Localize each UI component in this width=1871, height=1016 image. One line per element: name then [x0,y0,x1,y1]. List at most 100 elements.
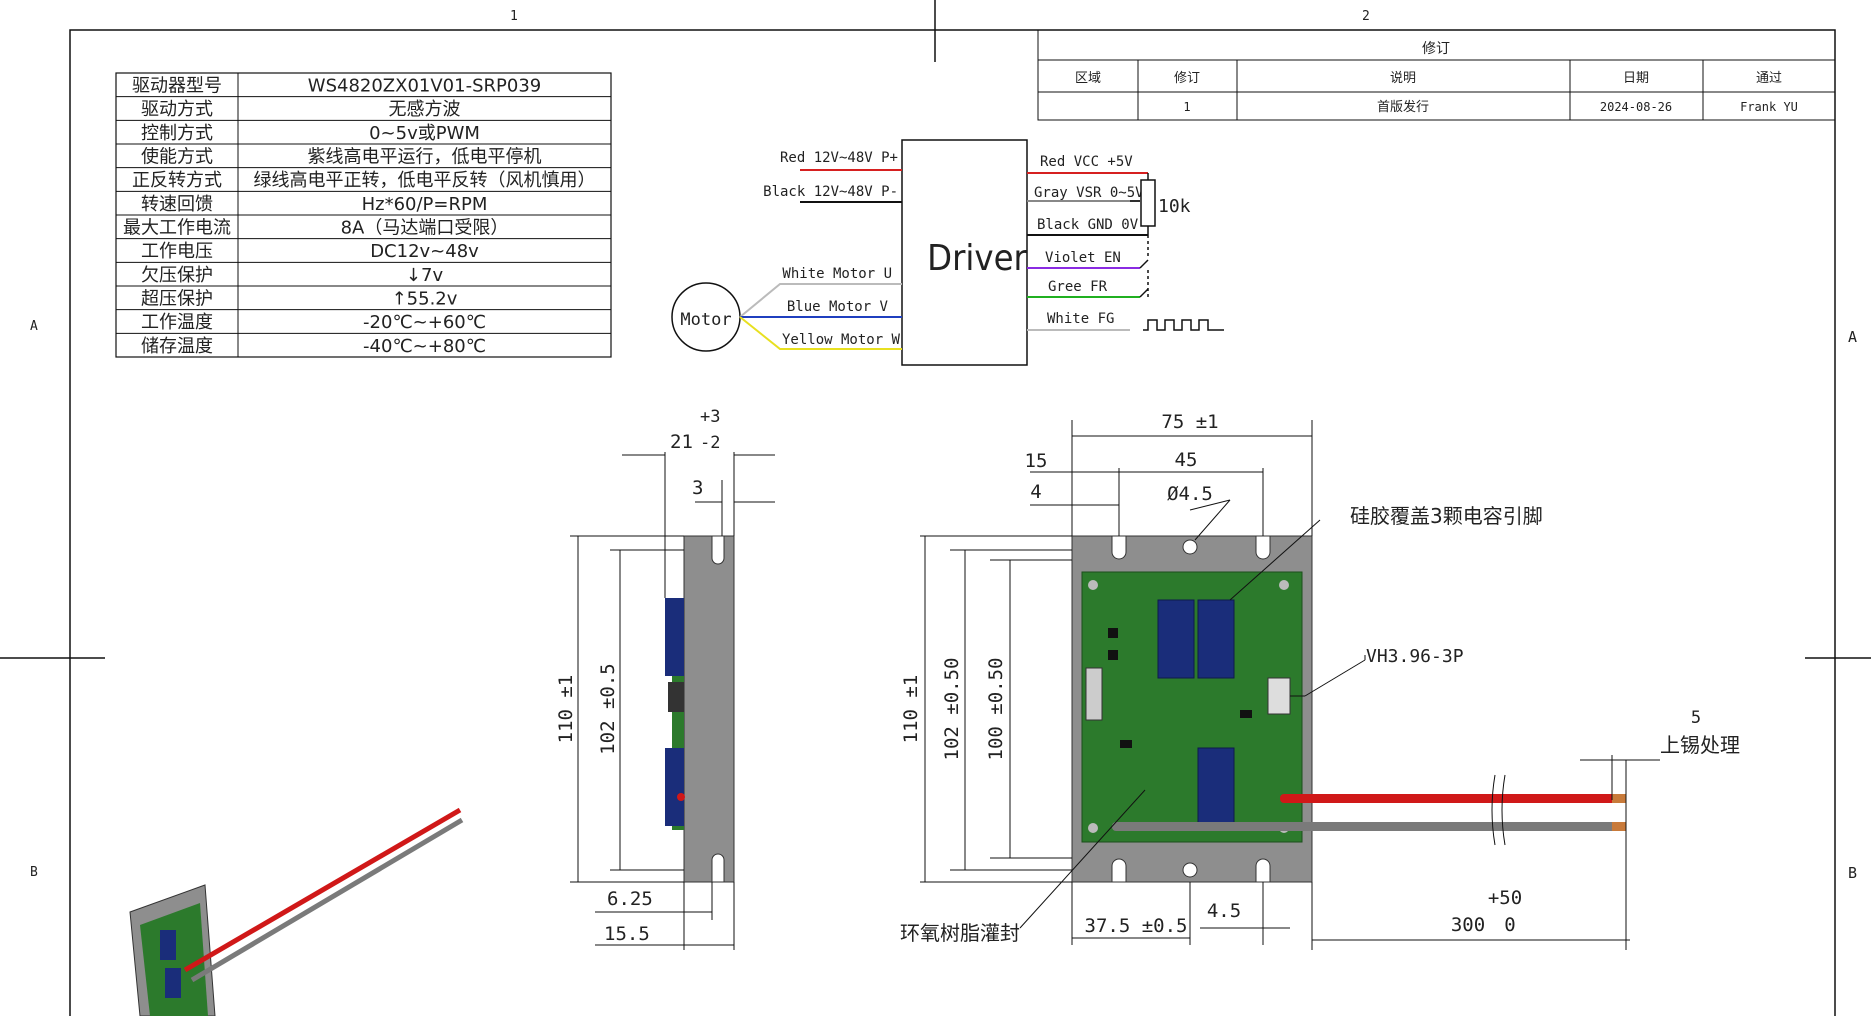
callout-silicone: 硅胶覆盖3颗电容引脚 [1350,504,1543,528]
spec-value: DC12v~48v [370,241,479,262]
dim-front-hole-offset-a: 15 [1025,450,1048,472]
revision-title: 修订 [1422,41,1450,57]
wire-label-power-negative: Black 12V~48V P- [763,184,898,200]
dim-cable-tol-plus: +50 [1488,887,1522,909]
front-cable-red [1280,794,1625,803]
wire-motor-w [739,316,902,350]
dim-front-height-outer: 110 ±1 [900,675,922,744]
spec-key: 驱动器型号 [132,75,222,96]
wire-label-motor-v: Blue Motor V [787,299,889,315]
spec-value: 紫线高电平运行，低电平停机 [308,146,542,167]
spec-value: -20℃~+60℃ [363,312,486,333]
dim-cable-length: 300 [1451,914,1485,936]
callout-epoxy: 环氧树脂灌封 [900,921,1020,945]
dim-side-bottom-b: 15.5 [604,923,650,945]
revision-row-rev: 1 [1183,100,1190,114]
dim-side-width: 21 [670,431,693,453]
zone-row-a-left: A [30,319,38,334]
spec-key: 储存温度 [141,336,213,357]
zone-row-a-right: A [1848,328,1857,346]
revision-header-desc: 说明 [1390,71,1416,86]
wire-label-en: Violet EN [1045,250,1121,266]
side-housing [683,535,735,883]
callout-connector: VH3.96-3P [1366,646,1464,667]
spec-key: 转速回馈 [141,194,213,215]
revision-row-approver: Frank YU [1740,100,1798,114]
zone-col-1: 1 [510,9,518,24]
front-view: 75 ±1 15 45 4 Ø4.5 110 ±1 102 ±0.50 100 … [900,411,1701,950]
wire-label-motor-u: White Motor U [782,266,892,282]
zone-col-2: 2 [1362,9,1370,24]
spec-key: 超压保护 [141,288,213,309]
dim-front-width-total: 75 ±1 [1161,411,1218,433]
isometric-thumbnail [129,807,464,1016]
driver-label: Driver [927,238,1027,279]
dim-side-width-minus: -2 [700,433,720,453]
wire-label-vsr: Gray VSR 0~5V [1034,185,1144,201]
dim-front-hole-offset-b: 4 [1030,481,1041,503]
spec-value: 8A（马达端口受限） [341,217,509,238]
potentiometer-symbol [1130,173,1156,235]
zone-row-b-left: B [30,865,38,880]
wire-label-power-positive: Red 12V~48V P+ [780,150,898,166]
spec-value: 无感方波 [389,99,461,120]
dim-front-hole-spacing: 45 [1175,449,1198,471]
revision-header-zone: 区域 [1075,71,1101,86]
revision-row-desc: 首版发行 [1377,99,1429,115]
revision-header-approved: 通过 [1756,71,1782,86]
dim-side-bottom-a: 6.25 [607,888,653,910]
front-mount-hole-top [1182,539,1198,555]
revision-header-rev: 修订 [1174,71,1200,86]
side-capacitor-top [665,598,684,676]
wire-label-fg: White FG [1047,311,1114,327]
callout-tinning: 上锡处理 [1660,733,1740,757]
dim-front-height-b: 102 ±0.50 [941,658,963,761]
side-view: +3 21 -2 3 110 ±1 102 ±0.5 6.25 15.5 [555,407,775,950]
revision-block: 修订 区域 修订 说明 日期 通过 1 首版发行 2024-08-26 Fran… [1037,29,1836,121]
wire-label-motor-w: Yellow Motor W [782,332,901,348]
zone-row-b-right: B [1848,864,1857,882]
spec-value: 绿线高电平正转，低电平反转（风机慎用） [254,170,596,191]
spec-value: 0~5v或PWM [369,123,480,144]
spec-value: ↓7v [406,265,444,286]
fg-waveform-icon [1143,319,1224,331]
dim-front-bottom-width: 37.5 ±0.5 [1085,915,1188,937]
front-mount-hole-bottom [1182,862,1198,878]
dim-side-height-inner: 102 ±0.5 [597,663,619,755]
front-cable-gray [1112,822,1625,831]
spec-key: 工作电压 [141,241,213,262]
spec-key: 使能方式 [141,146,213,167]
dim-side-height-outer: 110 ±1 [555,675,577,744]
side-capacitor-bottom [665,748,684,826]
spec-value: -40℃~+80℃ [363,336,486,357]
dim-cable-tol-minus: 0 [1504,914,1515,936]
revision-header-date: 日期 [1623,71,1649,86]
spec-key: 工作温度 [141,312,213,333]
dim-front-bottom-gap: 4.5 [1207,900,1241,922]
wiring-diagram: Driver Motor Red 12V~48V P+ Black 12V~48… [671,139,1224,366]
switch-symbols [1139,235,1149,300]
wire-label-gnd: Black GND 0V [1037,217,1139,233]
dim-strip-length: 5 [1691,708,1701,728]
wire-label-vcc: Red VCC +5V [1040,154,1133,170]
dim-side-flange: 3 [692,477,703,499]
spec-key: 欠压保护 [141,265,213,286]
motor-label: Motor [680,310,731,330]
spec-key: 正反转方式 [132,170,222,191]
dim-front-height-c: 100 ±0.50 [985,658,1007,761]
spec-key: 最大工作电流 [123,217,231,238]
front-connector-vh396 [1267,677,1291,715]
front-capacitor-1 [1157,599,1195,679]
spec-key: 控制方式 [141,123,213,144]
wire-motor-u [739,283,902,318]
dim-front-hole-dia: Ø4.5 [1167,483,1213,505]
pot-label: 10k [1158,196,1191,217]
wire-label-fr: Gree FR [1048,279,1108,295]
front-capacitor-2 [1197,599,1235,679]
spec-value: Hz*60/P=RPM [362,194,488,215]
driver-box [901,139,1028,366]
spec-value: ↑55.2v [392,288,458,309]
